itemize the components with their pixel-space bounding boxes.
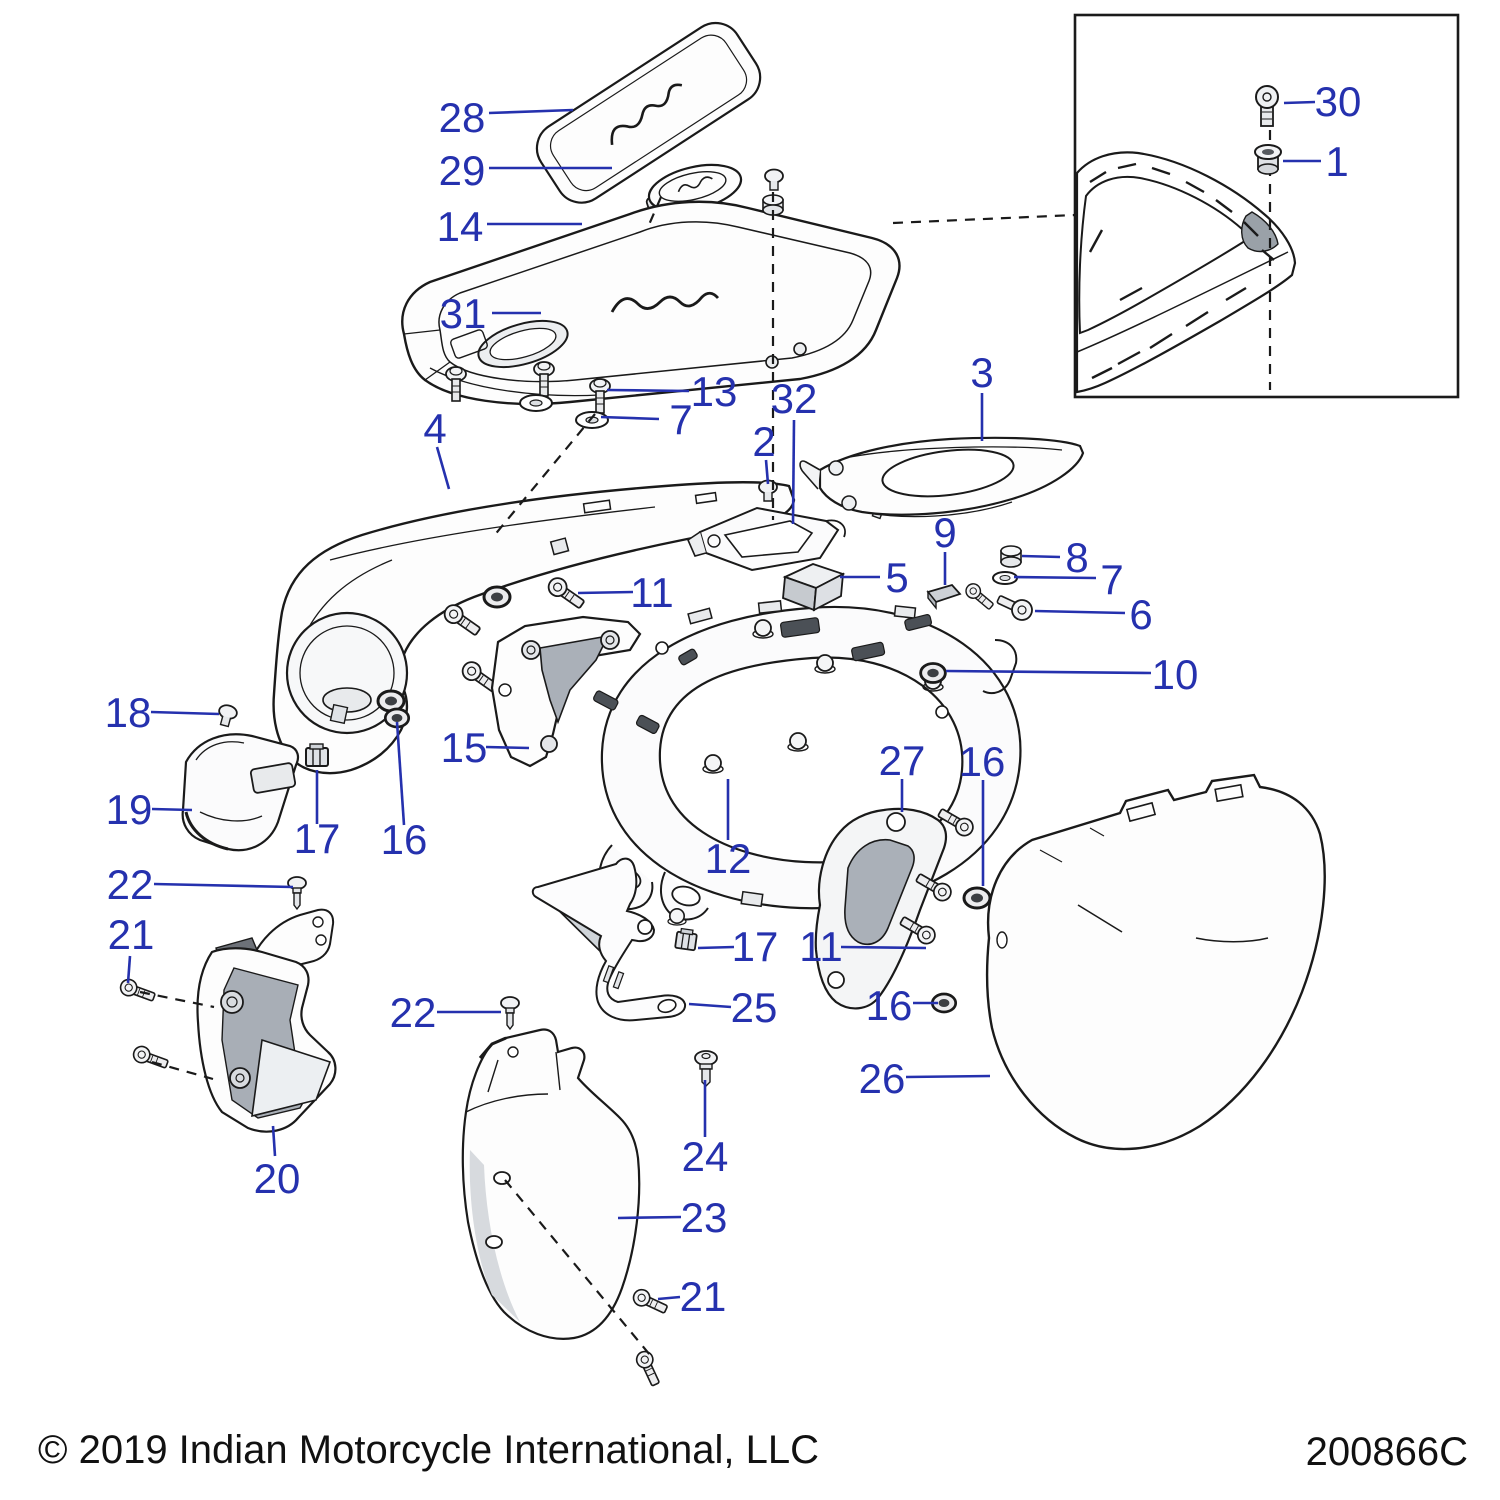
callout-17b: 17 [732, 923, 779, 970]
clip-part-17 [305, 743, 329, 767]
callout-25: 25 [731, 984, 778, 1031]
diagram-id: 200866C [1305, 1430, 1468, 1474]
washer-part-7 [992, 571, 1018, 585]
callout-8: 8 [1065, 534, 1088, 581]
gasket-foam-pads [593, 614, 933, 735]
inset-border [1073, 13, 1460, 399]
washer-part-7a [519, 394, 553, 412]
bolt-part-11 [440, 600, 485, 640]
callout-9: 9 [933, 509, 956, 556]
bracket-part-20 [196, 908, 337, 1133]
lid-logo-script [610, 83, 683, 145]
callout-1: 1 [1325, 138, 1348, 185]
bracket-part-15 [490, 615, 642, 768]
screw-part-30 [1255, 85, 1279, 127]
copyright-notice: © 2019 Indian Motorcycle International, … [38, 1428, 820, 1472]
callout-11a: 11 [630, 569, 674, 616]
callout-22a: 22 [107, 861, 154, 908]
bracket-part-32 [686, 506, 846, 572]
callout-13: 13 [691, 368, 738, 415]
fuel-cap-part-29 [645, 163, 743, 217]
callout-27: 27 [879, 737, 926, 784]
assembly-dashed-lines [139, 192, 1076, 1356]
inset-detail-box [1073, 13, 1460, 399]
heat-shield-part-23 [461, 1028, 641, 1340]
callout-19: 19 [106, 786, 153, 833]
screw-above-console [764, 168, 784, 191]
callout-32: 32 [771, 375, 818, 422]
bolt-part-21d [633, 1348, 665, 1389]
callout-11b: 11 [799, 923, 843, 970]
well-nut [667, 907, 687, 926]
callout-7a: 7 [669, 396, 692, 443]
callout-28: 28 [439, 94, 486, 141]
callout-12: 12 [705, 835, 752, 882]
side-cover-part-26 [985, 773, 1326, 1151]
console-logo-script [610, 291, 720, 313]
callout-4: 4 [423, 405, 446, 452]
callout-23: 23 [681, 1194, 728, 1241]
callout-24: 24 [682, 1133, 729, 1180]
bracket-part-25 [531, 857, 687, 1022]
callout-6: 6 [1129, 591, 1152, 638]
callout-17a: 17 [294, 815, 341, 862]
bolt-part-21c [630, 1286, 671, 1318]
gasket-part-12 [593, 600, 1022, 921]
grommet-part-1 [1254, 144, 1282, 175]
callout-22b: 22 [390, 989, 437, 1036]
callout-14: 14 [437, 203, 484, 250]
console-lid-part-28 [535, 21, 762, 204]
callout-31: 31 [440, 290, 487, 337]
callout-5: 5 [885, 554, 908, 601]
rivet-part-24 [694, 1050, 718, 1087]
grommet-part-16b [962, 886, 992, 910]
callout-3: 3 [970, 349, 993, 396]
push-rivet-part-22b [500, 996, 520, 1030]
pad-part-9 [926, 583, 962, 610]
callout-18: 18 [105, 689, 152, 736]
screw-part-18 [214, 702, 240, 729]
grommet-part-10 [919, 662, 947, 684]
callout-15: 15 [441, 724, 488, 771]
clip-part-17b [674, 927, 699, 952]
washer-part-7b [575, 411, 609, 429]
callout-10: 10 [1152, 651, 1199, 698]
bolt-part-21 [117, 976, 158, 1006]
callout-2: 2 [752, 418, 775, 465]
callout-21b: 21 [680, 1273, 727, 1320]
callout-leader-lines [126, 100, 1321, 1301]
callout-26: 26 [859, 1055, 906, 1102]
callout-29: 29 [439, 147, 486, 194]
nut-part-8 [1000, 545, 1022, 568]
callout-16c: 16 [866, 982, 913, 1029]
screw-part-6 [996, 595, 1033, 621]
grommet-on-cover [482, 585, 512, 609]
bracket-part-27 [814, 807, 948, 1010]
bolt-part-21 [130, 1043, 171, 1073]
callout-16b: 16 [959, 738, 1006, 785]
callout-7b: 7 [1100, 556, 1123, 603]
foam-block-part-5 [782, 563, 846, 612]
callout-30: 30 [1315, 78, 1362, 125]
console-part-31 [401, 200, 901, 406]
stud-for-nut-8 [962, 580, 997, 613]
callout-16a: 16 [381, 816, 428, 863]
push-rivet-part-22 [287, 876, 307, 910]
top-panel-part-3 [799, 436, 1085, 518]
callout-20: 20 [254, 1155, 301, 1202]
callout-labels: 28 29 14 31 13 7 4 2 32 3 9 8 7 5 6 10 1… [105, 78, 1362, 1320]
cover-part-19 [181, 733, 300, 852]
callout-21a: 21 [108, 911, 155, 958]
